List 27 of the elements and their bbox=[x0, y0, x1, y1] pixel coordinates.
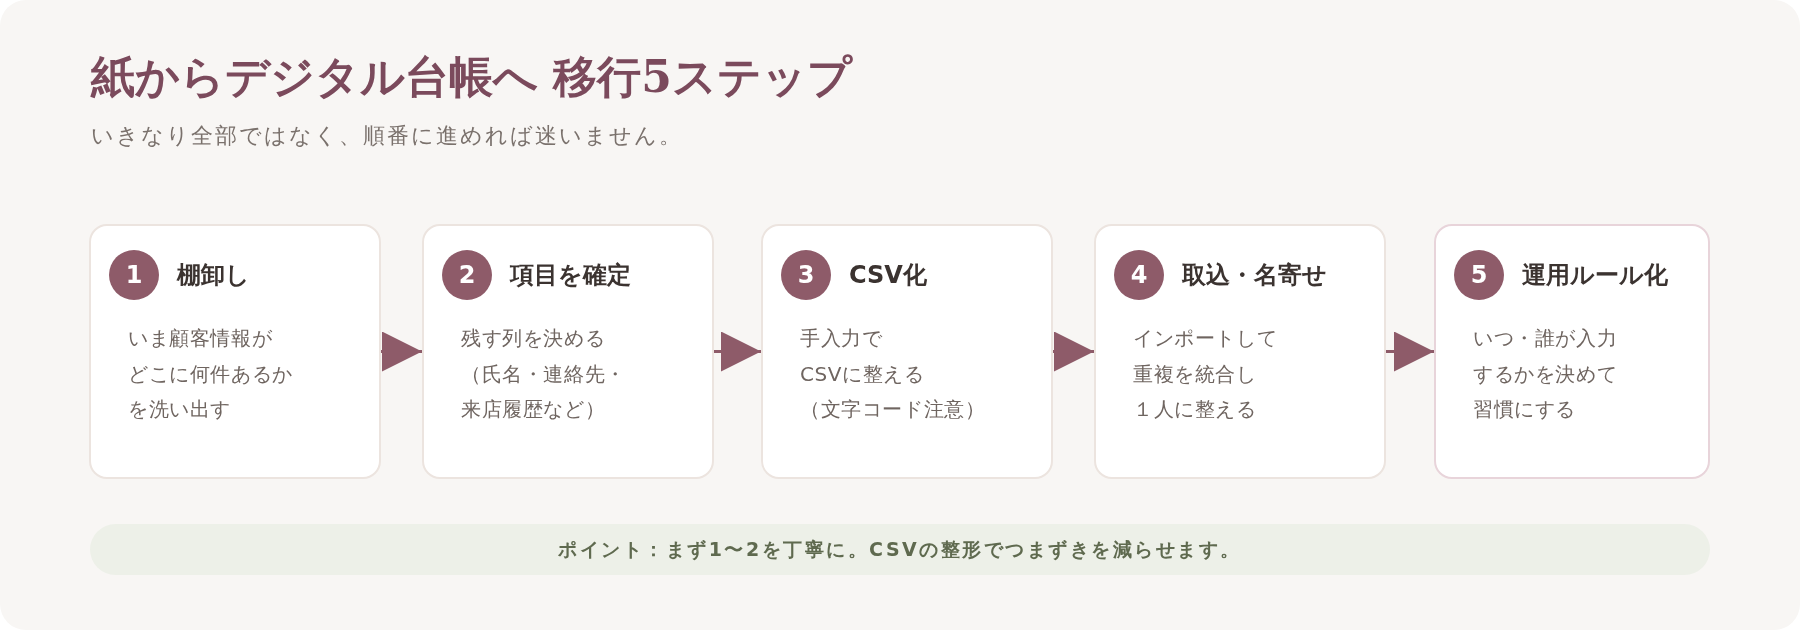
step-title: CSV化 bbox=[849, 260, 927, 290]
arrow bbox=[1053, 331, 1094, 372]
step-title: 棚卸し bbox=[177, 260, 250, 290]
arrow bbox=[1386, 331, 1434, 372]
arrow bbox=[381, 331, 422, 372]
step-description: いつ・誰が入力するかを決めて習慣にする bbox=[1473, 325, 1618, 423]
step-description: 残す列を決める（氏名・連絡先・来店履歴など） bbox=[461, 325, 626, 423]
step-title: 取込・名寄せ bbox=[1182, 260, 1327, 290]
step-title: 項目を確定 bbox=[510, 260, 631, 290]
tip-banner: ポイント：まず1〜2を丁寧に。CSVの整形でつまずきを減らせます。 bbox=[90, 524, 1710, 575]
step-description: 手入力でCSVに整える（文字コード注意） bbox=[800, 325, 986, 423]
step-description: いま顧客情報がどこに何件あるかを洗い出す bbox=[128, 325, 293, 423]
arrow bbox=[714, 331, 761, 372]
number-circle: 5 bbox=[1454, 250, 1504, 300]
number-circle: 2 bbox=[442, 250, 492, 300]
step-card bbox=[1434, 224, 1710, 479]
number-circle: 1 bbox=[109, 250, 159, 300]
number-circle: 4 bbox=[1114, 250, 1164, 300]
title: 紙からデジタル台帳へ 移行5ステップ bbox=[91, 50, 852, 104]
step-card bbox=[89, 224, 381, 479]
step-card bbox=[422, 224, 714, 479]
step-card bbox=[761, 224, 1053, 479]
step-title: 運用ルール化 bbox=[1522, 260, 1668, 290]
step-card bbox=[1094, 224, 1386, 479]
number-circle: 3 bbox=[781, 250, 831, 300]
subtitle: いきなり全部ではなく、順番に進めれば迷いません。 bbox=[91, 122, 683, 150]
step-description: インポートして重複を統合し１人に整える bbox=[1133, 325, 1278, 423]
